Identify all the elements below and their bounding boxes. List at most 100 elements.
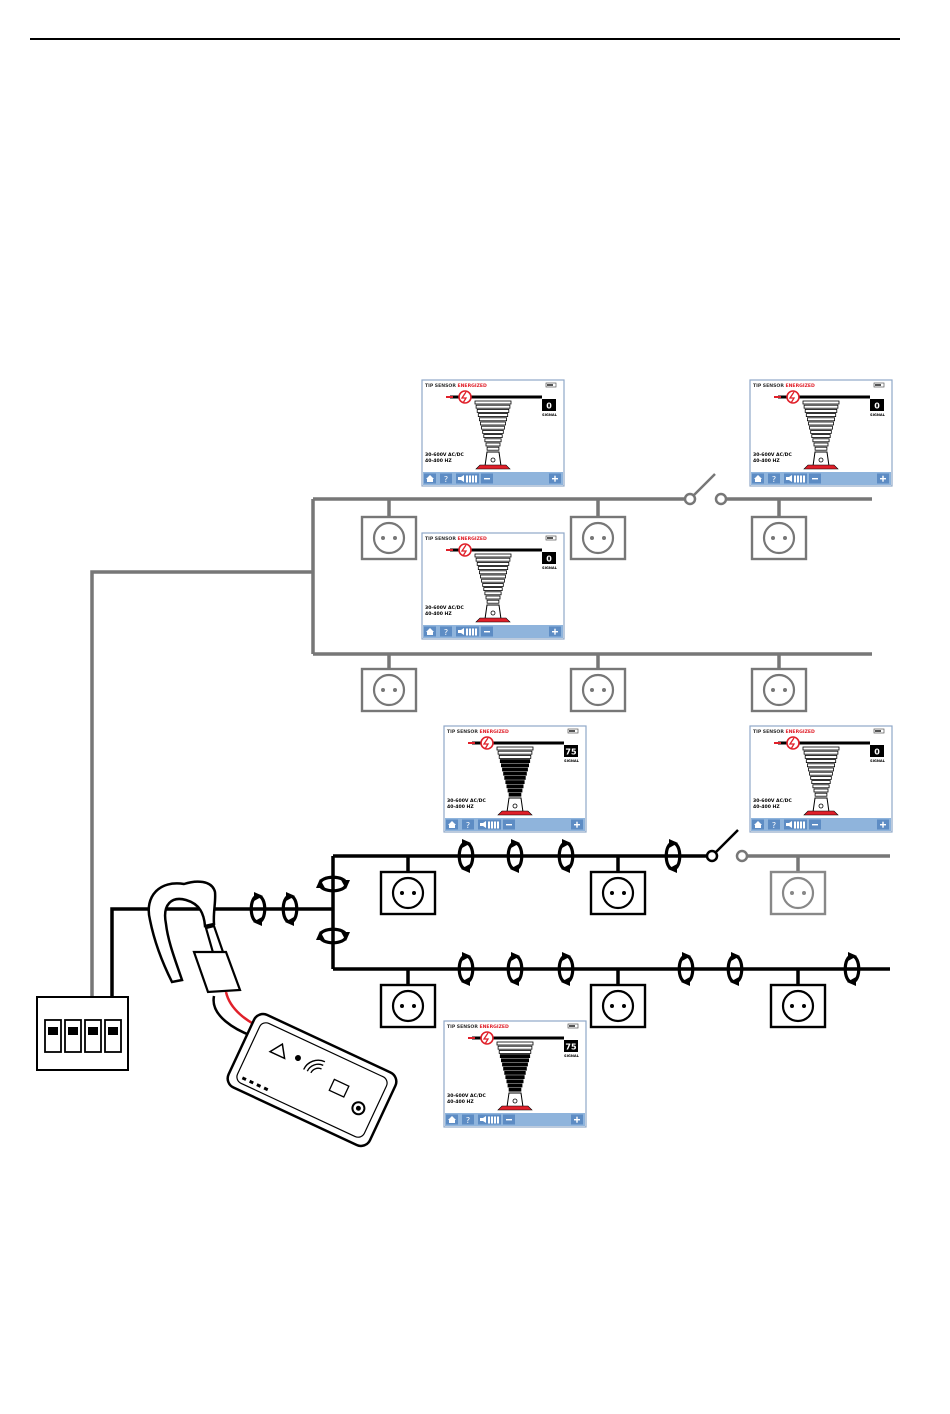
signal-value: 0 [546,555,552,564]
plus-icon[interactable] [877,473,889,484]
energized-icon [786,736,800,750]
screen-title: TIP SENSOR ENERGIZED [753,383,815,389]
volume-icon[interactable] [784,819,807,830]
outlet-upper-3 [750,515,808,561]
volume-icon[interactable] [478,819,501,830]
outlet-lower-3 [379,983,437,1029]
upper-switch [683,473,728,506]
range-voltage: 30-600V AC/DC [447,798,486,804]
outlet-lower-2 [589,870,647,916]
signal-label: SIGNAL [870,413,886,417]
range-frequency: 40-400 HZ [753,458,780,464]
svg-text:?: ? [466,1116,470,1125]
signal-label: SIGNAL [564,759,580,763]
svg-text:?: ? [466,821,470,830]
energized-icon [458,390,472,404]
signal-label: SIGNAL [542,566,558,570]
screen-status: ENERGIZED [479,1024,509,1030]
upper-grey-wiring [90,497,890,997]
range-frequency: 40-400 HZ [425,611,452,617]
volume-icon[interactable] [456,473,479,484]
screen-status: ENERGIZED [479,729,509,735]
help-icon[interactable]: ? [462,1114,474,1126]
energized-icon [786,390,800,404]
lower-switch [705,829,749,863]
volume-icon[interactable] [456,626,479,637]
help-icon[interactable]: ? [440,473,452,485]
svg-text:?: ? [772,821,776,830]
signal-value: 0 [874,402,880,411]
screen-title: TIP SENSOR ENERGIZED [425,383,487,389]
minus-icon[interactable] [503,819,515,830]
home-icon[interactable] [424,626,436,637]
range-voltage: 30-600V AC/DC [425,605,464,611]
screen-title: TIP SENSOR ENERGIZED [447,1024,509,1030]
help-icon[interactable]: ? [440,626,452,638]
plus-icon[interactable] [571,819,583,830]
screen-title: TIP SENSOR ENERGIZED [447,729,509,735]
minus-icon[interactable] [503,1114,515,1125]
help-icon[interactable]: ? [462,819,474,831]
outlet-lower-dead [769,870,827,916]
range-voltage: 30-600V AC/DC [425,452,464,458]
range-frequency: 40-400 HZ [447,1099,474,1105]
signal-label: SIGNAL [870,759,886,763]
range-voltage: 30-600V AC/DC [753,452,792,458]
outlet-lower-1 [379,870,437,916]
svg-text:?: ? [772,475,776,484]
home-icon[interactable] [752,819,764,830]
help-icon[interactable]: ? [768,473,780,485]
screen-status: ENERGIZED [457,383,487,389]
screen-title: TIP SENSOR ENERGIZED [425,536,487,542]
signal-markers [249,837,861,988]
signal-value: 0 [874,748,880,757]
home-icon[interactable] [446,819,458,830]
energized-icon [480,1031,494,1045]
outlet-upper-2 [569,515,627,561]
signal-value: 75 [565,748,577,757]
signal-label: SIGNAL [542,413,558,417]
svg-text:?: ? [444,628,448,637]
range-frequency: 40-400 HZ [447,804,474,810]
volume-icon[interactable] [784,473,807,484]
plus-icon[interactable] [571,1114,583,1125]
home-icon[interactable] [446,1114,458,1125]
breaker-panel [36,996,129,1071]
outlet-lower-4 [589,983,647,1029]
energized-icon [458,543,472,557]
volume-icon[interactable] [478,1114,501,1125]
range-voltage: 30-600V AC/DC [447,1093,486,1099]
home-icon[interactable] [752,473,764,484]
range-voltage: 30-600V AC/DC [753,798,792,804]
minus-icon[interactable] [809,819,821,830]
plus-icon[interactable] [877,819,889,830]
screen-status: ENERGIZED [785,729,815,735]
outlet-upper-1 [360,515,418,561]
help-icon[interactable]: ? [768,819,780,831]
outlet-upper-5 [569,667,627,713]
range-frequency: 40-400 HZ [753,804,780,810]
plus-icon[interactable] [549,626,561,637]
energized-icon [480,736,494,750]
current-clamp [147,880,242,994]
plus-icon[interactable] [549,473,561,484]
svg-text:?: ? [444,475,448,484]
outlet-upper-6 [750,667,808,713]
signal-transmitter [226,1012,398,1148]
screen-status: ENERGIZED [785,383,815,389]
signal-value: 75 [565,1043,577,1052]
minus-icon[interactable] [809,473,821,484]
signal-value: 0 [546,402,552,411]
outlet-upper-4 [360,667,418,713]
minus-icon[interactable] [481,626,493,637]
signal-label: SIGNAL [564,1054,580,1058]
home-icon[interactable] [424,473,436,484]
minus-icon[interactable] [481,473,493,484]
